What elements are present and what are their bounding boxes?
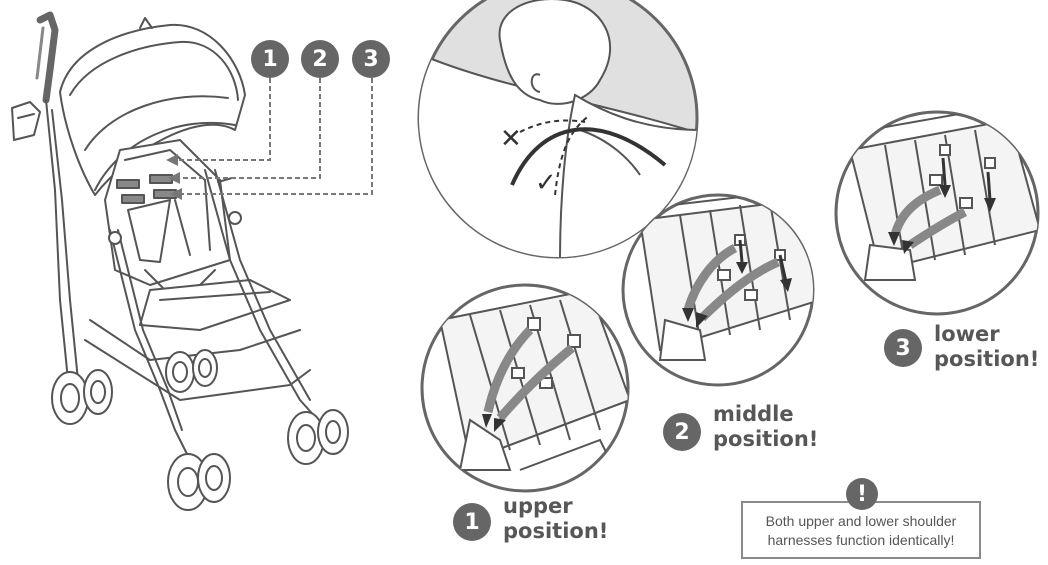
harness-note-box: Both upper and lower shoulder harnesses … bbox=[741, 501, 981, 559]
correct-position-mark: ✓ bbox=[535, 168, 557, 198]
lower-position-badge: 3 bbox=[884, 329, 922, 367]
harness-number-3: 3 bbox=[352, 40, 390, 78]
middle-position-line1: middle bbox=[713, 402, 794, 426]
lower-position-caption: lower position! bbox=[934, 322, 1039, 372]
stroller-illustration bbox=[11, 11, 349, 511]
wrong-position-mark: ✕ bbox=[500, 124, 522, 154]
harness-note-line1: Both upper and lower shoulder bbox=[765, 513, 957, 529]
lower-position-line1: lower bbox=[934, 322, 1000, 346]
detail-upper-circle bbox=[420, 283, 630, 493]
lower-position-line2: position! bbox=[934, 347, 1040, 371]
middle-position-line2: position! bbox=[713, 427, 819, 451]
detail-middle-circle bbox=[621, 193, 815, 387]
upper-position-line1: upper bbox=[503, 494, 573, 518]
upper-position-line2: position! bbox=[503, 519, 609, 543]
harness-leader-lines bbox=[178, 78, 373, 195]
leader-arrowheads bbox=[166, 154, 182, 200]
upper-position-badge: 1 bbox=[453, 503, 491, 541]
middle-position-badge: 2 bbox=[663, 413, 701, 451]
detail-lower-circle bbox=[834, 110, 1040, 316]
middle-position-caption: middle position! bbox=[713, 402, 818, 452]
harness-note-line2: harnesses function identically! bbox=[767, 532, 955, 548]
harness-number-2: 2 bbox=[301, 40, 339, 78]
harness-number-1: 1 bbox=[251, 40, 289, 78]
exclamation-icon: ! bbox=[846, 478, 878, 510]
upper-position-caption: upper position! bbox=[503, 494, 608, 544]
